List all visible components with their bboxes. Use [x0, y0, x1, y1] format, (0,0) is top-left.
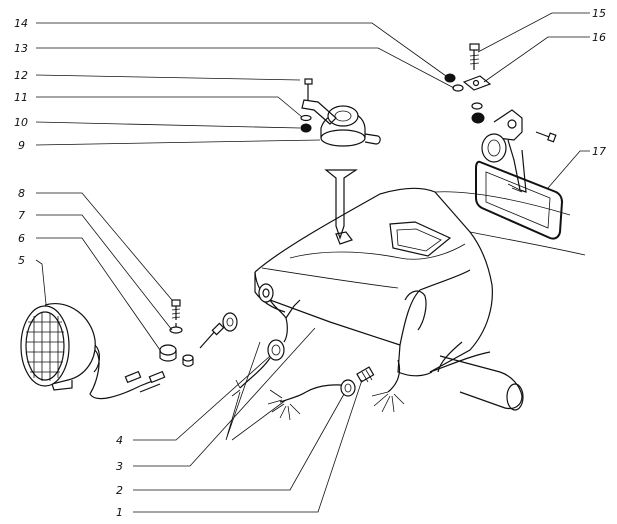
headlight: [20, 303, 166, 400]
callout-13: 13: [14, 42, 28, 55]
connector-2: [340, 379, 356, 397]
rear-lamp-assembly: [444, 43, 564, 240]
grommet-6: [159, 344, 194, 367]
callout-2: 2: [116, 484, 123, 497]
callout-10: 10: [14, 116, 28, 129]
callout-9: 9: [18, 139, 25, 152]
front-connector: [199, 312, 238, 349]
callout-3: 3: [116, 460, 123, 473]
leader-lines: [35, 12, 590, 513]
tractor-hood: [254, 187, 586, 411]
callout-6: 6: [18, 232, 25, 245]
callout-11: 11: [14, 91, 28, 104]
callout-12: 12: [14, 69, 28, 82]
horn-assembly: [300, 78, 381, 147]
callout-16: 16: [592, 31, 606, 44]
callout-4: 4: [116, 434, 123, 447]
bolt-8: [171, 299, 181, 328]
assembly-arrow: [324, 169, 358, 240]
callout-1: 1: [116, 506, 123, 519]
callout-15: 15: [592, 7, 606, 20]
wiring-harness: [231, 299, 405, 421]
callout-5: 5: [18, 254, 25, 267]
callout-7: 7: [18, 209, 25, 222]
callout-labels: 1 2 3 4 5 6 7 8 9 10 11 12 13 14 15 16 1…: [14, 7, 606, 519]
callout-14: 14: [14, 17, 28, 30]
callout-17: 17: [592, 145, 606, 158]
washer-7: [169, 326, 183, 334]
callout-8: 8: [18, 187, 25, 200]
connector-1: [356, 366, 375, 383]
